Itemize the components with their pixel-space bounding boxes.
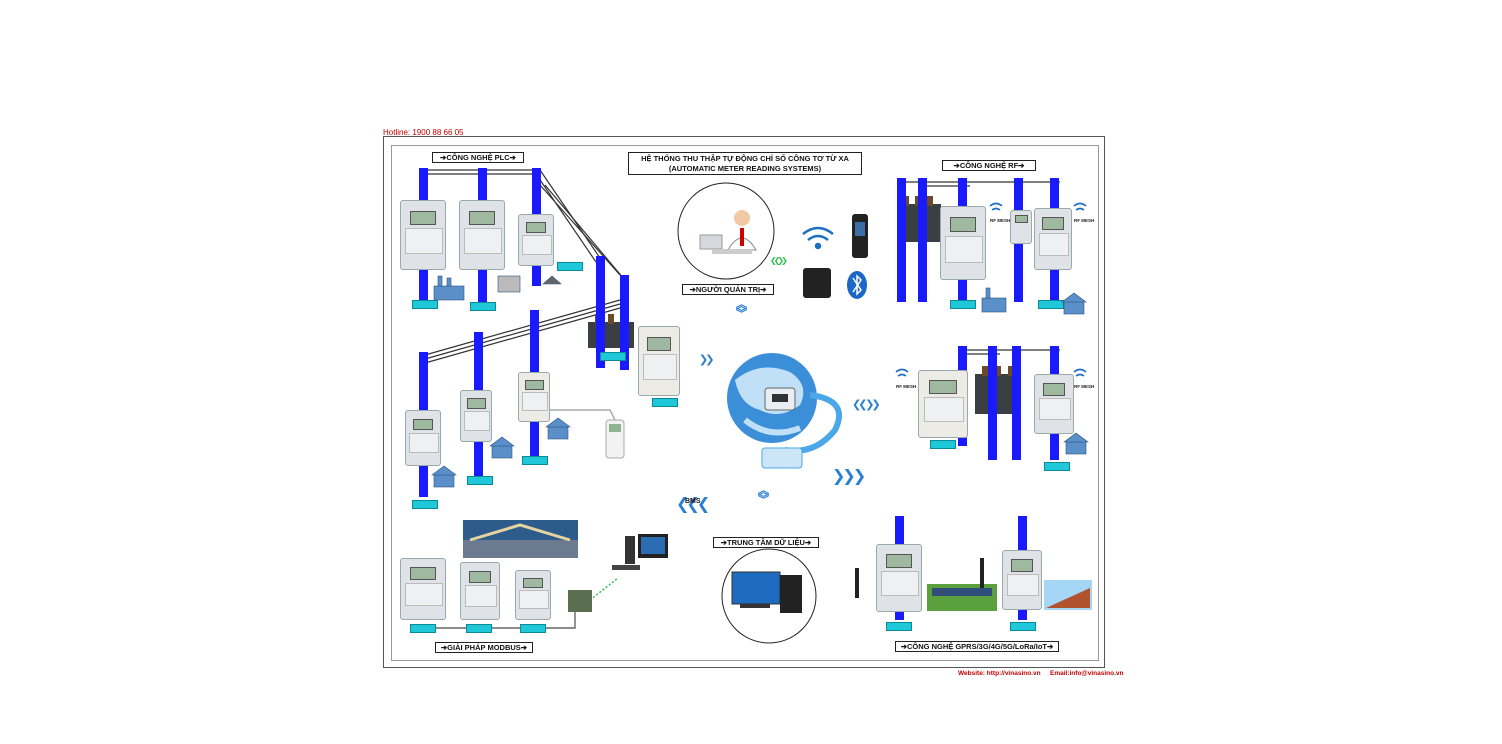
arrow-connector: ❮❮❮ xyxy=(676,494,710,513)
title-en: (AUTOMATIC METER READING SYSTEMS) xyxy=(668,164,822,173)
electric-meter xyxy=(460,390,492,442)
printer-icon xyxy=(803,268,831,298)
diagram-inner-border xyxy=(391,145,1099,661)
wifi-icon xyxy=(1073,202,1087,211)
meter-tag xyxy=(1038,300,1064,309)
arrow-connector: ❯❯ xyxy=(699,353,715,366)
hotline-text: Hotline: 1900 88 66 05 xyxy=(383,128,464,137)
meter-tag xyxy=(520,624,546,633)
pole xyxy=(620,275,629,370)
modbus-gateway-icon xyxy=(568,590,592,612)
electric-meter-rf xyxy=(1034,208,1072,270)
electric-meter xyxy=(518,372,550,422)
meter-tag xyxy=(412,300,438,309)
electric-meter-gprs xyxy=(1002,550,1042,610)
meter-tag xyxy=(930,440,956,449)
title-vi: HỆ THỐNG THU THẬP TỰ ĐỘNG CHỈ SỐ CÔNG TƠ… xyxy=(641,154,849,163)
gprs-section-label: ➔CÔNG NGHỆ GPRS/3G/4G/5G/LoRa/IoT➔ xyxy=(895,641,1059,652)
rf-mesh-label: RF MESH xyxy=(990,218,1011,223)
modbus-section-label: ➔GIẢI PHÁP MODBUS➔ xyxy=(435,642,533,653)
electric-meter-plc-hub xyxy=(638,326,680,396)
gprs-antenna-icon-2 xyxy=(980,558,984,588)
globe-icon xyxy=(727,353,843,469)
meter-tag xyxy=(557,262,583,271)
plc-section-label: ➔CÔNG NGHỆ PLC➔ xyxy=(432,152,524,163)
electric-meter-modbus xyxy=(460,562,500,620)
meter-tag xyxy=(522,456,548,465)
wifi-icon xyxy=(1073,368,1087,377)
factory-icon xyxy=(433,275,465,301)
pole xyxy=(596,256,605,368)
website-text: Website: http://vinasino.vn xyxy=(958,670,1041,677)
pole xyxy=(918,178,927,302)
house-icon xyxy=(1063,432,1089,455)
electric-meter xyxy=(518,214,554,266)
bms-label: BMS xyxy=(685,498,701,505)
electric-meter-rf xyxy=(918,370,968,438)
wifi-icon xyxy=(895,368,909,377)
rf-mesh-label: RF MESH xyxy=(1074,218,1095,223)
meter-tag xyxy=(412,500,438,509)
pole xyxy=(988,346,997,460)
meter-tag xyxy=(950,300,976,309)
admin-person-icon xyxy=(699,210,757,254)
wifi-icon-main xyxy=(802,226,834,250)
arrow-connector: ︽︾ xyxy=(736,298,747,320)
email-text: Email:info@vinasino.vn xyxy=(1050,670,1124,677)
house-icon xyxy=(431,465,457,488)
meter-tag xyxy=(466,624,492,633)
meter-tag xyxy=(1044,462,1070,471)
rf-section-label: ➔CÔNG NGHỆ RF➔ xyxy=(942,160,1036,171)
meter-tag xyxy=(470,302,496,311)
modbus-link xyxy=(589,577,619,601)
meter-tag xyxy=(410,624,436,633)
pole xyxy=(897,178,906,302)
meter-tag xyxy=(1010,622,1036,631)
arrow-connector: ︽︾ xyxy=(758,484,769,506)
electric-meter-modbus xyxy=(400,558,446,620)
rf-mesh-label: RF MESH xyxy=(1074,384,1095,389)
electric-meter-rf xyxy=(1034,374,1074,434)
workstation-icon xyxy=(731,571,802,613)
house-icon xyxy=(542,275,562,285)
solar-farm-image xyxy=(927,580,1092,611)
rf-mesh-label: RF MESH xyxy=(896,384,917,389)
gprs-antenna-icon xyxy=(855,568,859,598)
electric-meter xyxy=(459,200,505,270)
data-center-label: ➔TRUNG TÂM DỮ LIỆU➔ xyxy=(713,537,819,548)
electric-meter-gprs xyxy=(876,544,922,612)
electric-meter xyxy=(405,410,441,466)
house-icon xyxy=(1061,292,1087,315)
arrow-connector: ❮❮❯❯ xyxy=(770,256,788,265)
admin-circle xyxy=(677,182,775,280)
meter-tag xyxy=(886,622,912,631)
bms-computer-icon xyxy=(612,534,668,570)
meter-tag xyxy=(467,476,493,485)
meter-tag xyxy=(600,352,626,361)
arrow-connector: ❯❯❯ xyxy=(832,466,866,485)
pole xyxy=(1012,346,1021,460)
modbus-bus xyxy=(410,610,576,629)
admin-label: ➔NGƯỜI QUẢN TRỊ➔ xyxy=(682,284,774,295)
electric-meter xyxy=(400,200,446,270)
meter-tag xyxy=(652,398,678,407)
factory-icon xyxy=(497,275,521,293)
handheld-cable xyxy=(545,409,616,421)
house-icon xyxy=(489,436,515,459)
electric-meter-rf xyxy=(940,206,986,280)
electric-meter-rf-small xyxy=(1010,210,1032,244)
wifi-icon xyxy=(989,202,1003,211)
house-icon xyxy=(545,417,571,440)
diagram-title-box: HỆ THỐNG THU THẬP TỰ ĐỘNG CHỈ SỐ CÔNG TƠ… xyxy=(628,152,862,175)
factory-icon xyxy=(981,287,1007,313)
electric-meter-modbus xyxy=(515,570,551,620)
arrow-connector: ❮❮ ❯❯ xyxy=(852,398,881,411)
